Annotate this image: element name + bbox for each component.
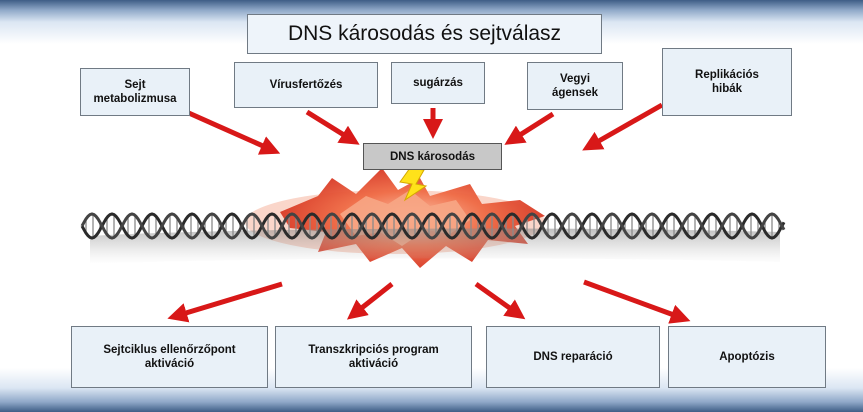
dna-helix-icon <box>80 212 786 240</box>
arrow-virus <box>305 109 360 145</box>
response-box-apoptosis: Apoptózis <box>668 326 826 388</box>
arrow-replication <box>582 102 664 151</box>
cause-box-metabolism: Sejt metabolizmusa <box>80 68 190 116</box>
dna-shadow <box>90 228 780 264</box>
arrow-transcription <box>346 282 394 320</box>
diagram-title: DNS károsodás és sejtválasz <box>247 14 602 54</box>
dna-damage-label: DNS károsodás <box>389 150 475 163</box>
arrow-checkpoint <box>167 281 283 323</box>
cause-label-replication: Replikációs hibák <box>695 69 759 95</box>
response-label-checkpoint: Sejtciklus ellenőrzőpont aktiváció <box>103 344 236 370</box>
response-box-transcription: Transzkripciós program aktiváció <box>275 326 472 388</box>
response-box-repair: DNS reparáció <box>486 326 660 388</box>
response-label-transcription: Transzkripciós program aktiváció <box>308 344 439 370</box>
cause-label-radiation: sugárzás <box>413 77 463 89</box>
cause-box-replication: Replikációs hibák <box>662 48 792 116</box>
arrow-chemical <box>504 111 555 145</box>
cause-label-virus: Vírusfertőzés <box>269 79 343 91</box>
response-box-checkpoint: Sejtciklus ellenőrzőpont aktiváció <box>71 326 268 388</box>
cause-box-radiation: sugárzás <box>391 62 485 104</box>
arrow-repair <box>474 281 526 320</box>
cause-box-virus: Vírusfertőzés <box>234 62 378 108</box>
arrow-metabolism <box>180 107 281 155</box>
response-label-apoptosis: Apoptózis <box>719 351 775 363</box>
cause-label-metabolism: Sejt metabolizmusa <box>93 79 177 105</box>
cause-box-chemical: Vegyi ágensek <box>527 62 623 110</box>
arrow-apoptosis <box>583 279 691 324</box>
dna-strand <box>80 212 786 240</box>
dna-damage-label-box: DNS károsodás <box>363 143 502 170</box>
dna-strand <box>80 212 786 240</box>
response-label-repair: DNS reparáció <box>533 351 613 363</box>
cause-label-chemical: Vegyi ágensek <box>551 73 599 99</box>
lightning-icon <box>399 167 428 202</box>
diagram-title-text: DNS károsodás és sejtválasz <box>287 22 562 45</box>
